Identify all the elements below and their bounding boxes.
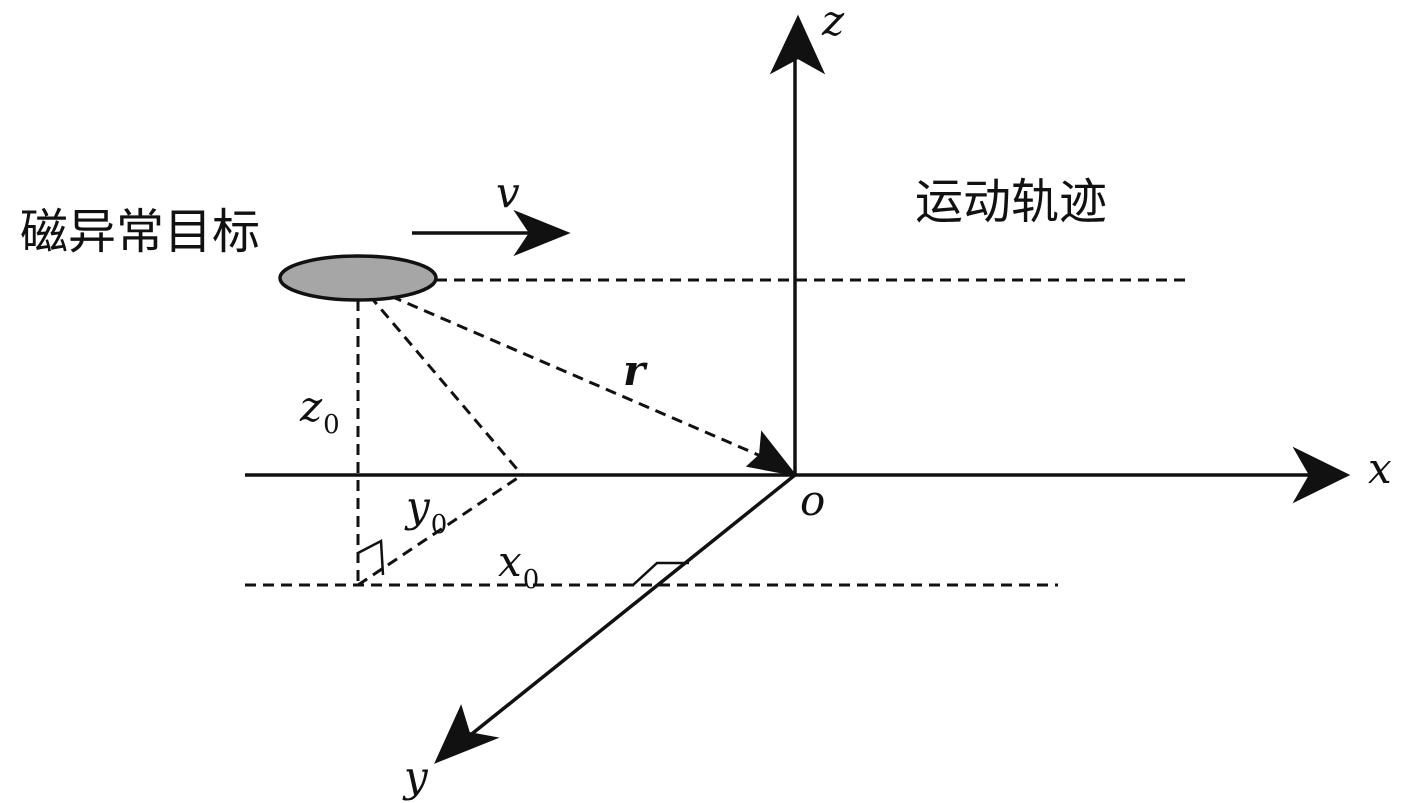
z0-letter: z	[300, 382, 323, 431]
x-axis-arrowhead	[1292, 446, 1351, 504]
y0-subscript: 0	[430, 510, 448, 540]
x0-letter: x	[498, 537, 522, 586]
z0-label: z0	[300, 386, 340, 439]
y-axis-label: y	[404, 752, 428, 801]
trajectory-label: 运动轨迹	[915, 174, 1108, 230]
magnetic-target-ellipse	[278, 254, 438, 302]
y0-letter: y	[406, 482, 430, 531]
z-axis-label: z	[822, 0, 845, 45]
z-axis-arrowhead	[769, 14, 826, 75]
y0-label: y0	[406, 486, 447, 539]
velocity-label: v	[496, 168, 520, 217]
z0-subscript: 0	[323, 410, 340, 440]
x0-subscript: 0	[522, 565, 540, 595]
origin-label: o	[800, 476, 826, 525]
target-label: 磁异常目标	[20, 204, 261, 260]
y-axis	[466, 473, 797, 739]
right-angle-marker-left	[357, 538, 385, 576]
r-vector-label: r	[623, 346, 646, 395]
r-vector-line	[357, 280, 771, 462]
x0-label: x0	[498, 541, 539, 594]
slant-distance-line	[356, 281, 524, 476]
x-axis-label: x	[1368, 444, 1392, 493]
y0-projection-line	[357, 473, 523, 587]
velocity-arrowhead	[513, 209, 571, 257]
right-angle-marker-y	[632, 561, 689, 586]
y-axis-arrowhead	[434, 704, 500, 764]
